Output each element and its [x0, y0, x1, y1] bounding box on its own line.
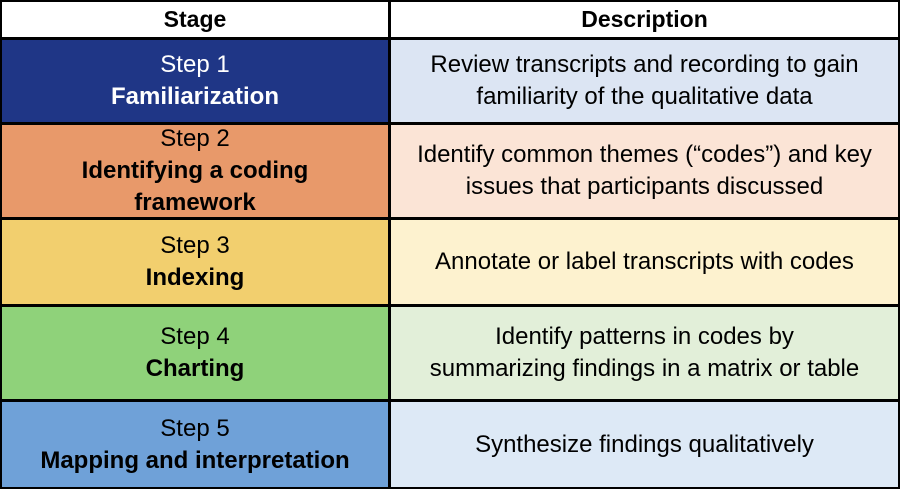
stage-cell-5: Step 5 Mapping and interpretation — [2, 402, 388, 487]
step-label: Step 1 — [160, 51, 230, 78]
stage-name: Mapping and interpretation — [40, 446, 350, 474]
stage-name: Indexing — [145, 264, 245, 291]
step-label: Step 4 — [160, 323, 230, 350]
header-stage-label: Stage — [163, 6, 227, 32]
stage-name: Familiarization — [110, 83, 280, 110]
header-description: Description — [391, 2, 898, 37]
header-description-label: Description — [581, 6, 708, 32]
stage-cell-4: Step 4 Charting — [2, 307, 388, 399]
step-label: Step 5 — [160, 414, 230, 442]
stage-cell-1: Step 1 Familiarization — [2, 40, 388, 122]
header-stage: Stage — [2, 2, 388, 37]
description-cell-1: Review transcripts and recording to gain… — [391, 40, 898, 122]
description-text: Synthesize findings qualitatively — [475, 430, 814, 458]
description-text: Identify common themes (“codes”) and key… — [417, 141, 872, 200]
description-cell-2: Identify common themes (“codes”) and key… — [391, 125, 898, 217]
stage-cell-3: Step 3 Indexing — [2, 220, 388, 304]
stage-name: Identifying a coding framework — [81, 157, 309, 216]
step-label: Step 2 — [160, 125, 230, 152]
stage-cell-2: Step 2 Identifying a coding framework — [2, 125, 388, 217]
description-cell-5: Synthesize findings qualitatively — [391, 402, 898, 487]
description-text: Review transcripts and recording to gain… — [430, 51, 859, 110]
step-label: Step 3 — [160, 232, 230, 259]
description-cell-3: Annotate or label transcripts with codes — [391, 220, 898, 304]
description-text: Identify patterns in codes by summarizin… — [429, 323, 860, 382]
stage-name: Charting — [145, 355, 245, 382]
description-text: Annotate or label transcripts with codes — [435, 248, 854, 275]
description-cell-4: Identify patterns in codes by summarizin… — [391, 307, 898, 399]
